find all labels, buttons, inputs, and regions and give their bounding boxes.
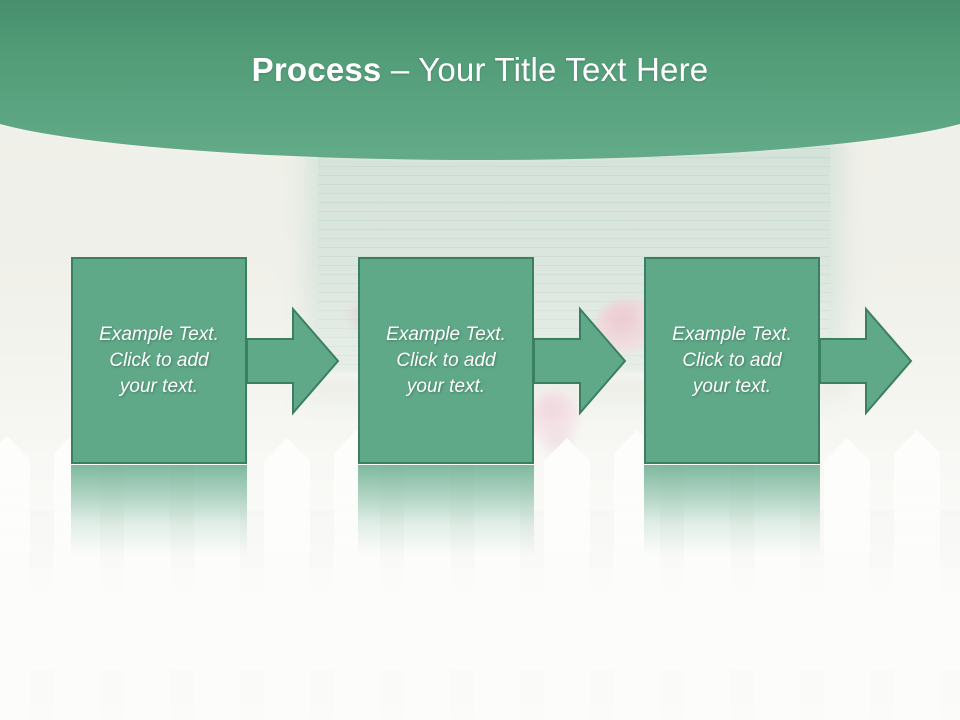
- step-reflection: [644, 465, 820, 555]
- step-label-1: Example Text. Click to add your text.: [99, 323, 219, 397]
- page-title: Process – Your Title Text Here: [0, 50, 960, 90]
- step-label-2: Example Text. Click to add your text.: [386, 323, 506, 397]
- step-box-3[interactable]: Example Text. Click to add your text.: [644, 257, 820, 464]
- arrow-right-icon: [819, 306, 913, 416]
- slide-header: Process – Your Title Text Here: [0, 0, 960, 200]
- step-box-1[interactable]: Example Text. Click to add your text.: [71, 257, 247, 464]
- page-title-strong: Process: [251, 51, 382, 88]
- arrow-right-icon: [246, 306, 340, 416]
- process-arrow-1[interactable]: [245, 305, 341, 417]
- process-arrow-3[interactable]: [818, 305, 914, 417]
- process-arrow-2[interactable]: [532, 305, 628, 417]
- page-title-rest: Your Title Text Here: [418, 51, 709, 88]
- step-reflection: [71, 465, 247, 555]
- header-green-band: [0, 0, 960, 160]
- arrow-right-icon: [533, 306, 627, 416]
- step-box-2[interactable]: Example Text. Click to add your text.: [358, 257, 534, 464]
- step-reflection: [358, 465, 534, 555]
- step-label-3: Example Text. Click to add your text.: [672, 323, 792, 397]
- page-title-separator: –: [381, 51, 419, 88]
